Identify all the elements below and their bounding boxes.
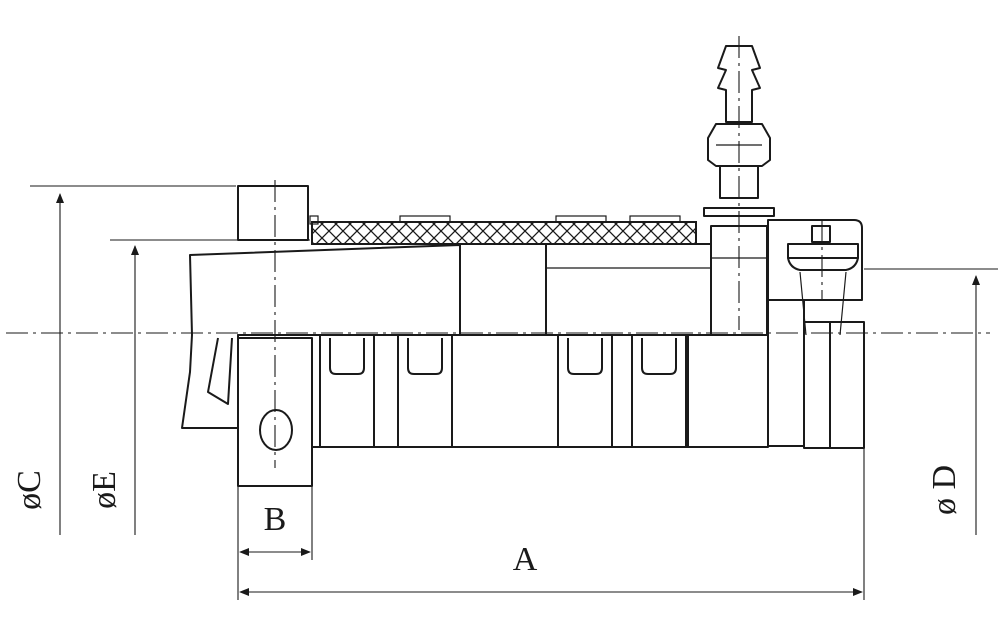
end-ring [767,299,805,447]
port-segment [557,334,613,448]
center-block [459,243,547,336]
hatched-sleeve [311,221,697,245]
dimension-label-c: øC [11,470,48,510]
port-segment [631,334,687,448]
dimension-label-d: ø D [926,465,963,515]
seal-ring [787,243,859,259]
dimension-label-b: B [264,501,287,538]
set-screw [811,225,831,243]
mounting-hole [259,409,293,451]
center-lines [6,36,990,468]
sleeve-tab [399,215,451,223]
sleeve-tab [309,215,319,225]
rotary-joint-body [181,185,865,487]
port-segment [319,334,375,448]
end-ring [803,321,831,449]
top-clamp-block [237,185,309,241]
housing-bevel [207,337,233,405]
dimension-label-a: A [513,541,538,578]
dimension-label-e: øE [86,471,123,509]
sleeve-tab [629,215,681,223]
end-ring [829,321,865,449]
right-block [545,243,712,336]
sleeve-tab [555,215,607,223]
end-cap [767,219,863,301]
port-segment [397,334,453,448]
dimensions [30,185,998,600]
